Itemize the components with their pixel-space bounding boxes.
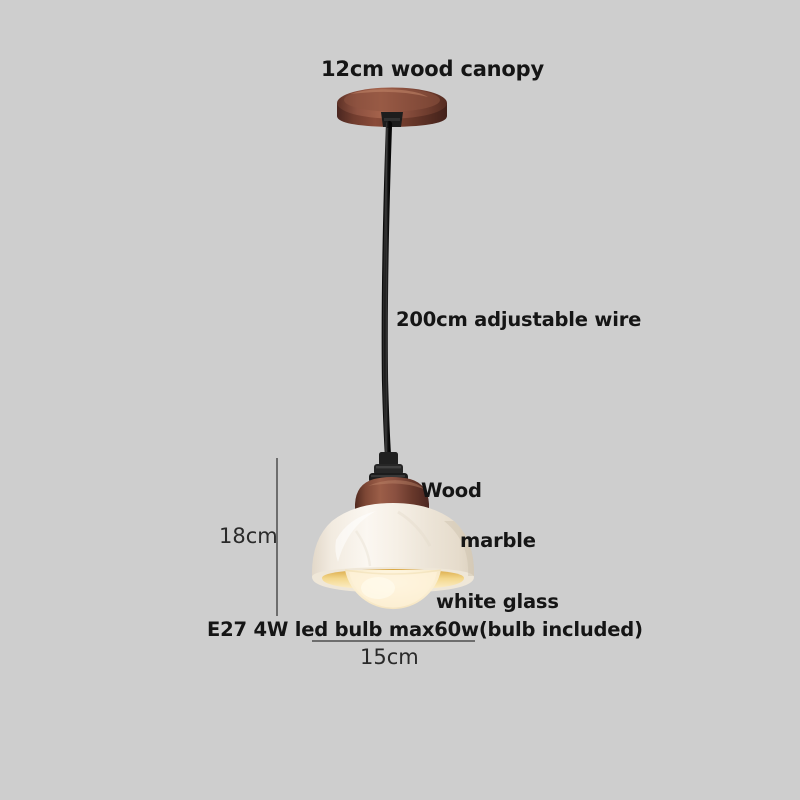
width-dimension-label: 15cm	[360, 645, 419, 669]
width-dimension-line	[312, 640, 475, 642]
marble-label: marble	[460, 529, 536, 552]
wood-label: Wood	[421, 479, 482, 502]
white-glass-globe-part	[344, 569, 442, 610]
canopy-label: 12cm wood canopy	[321, 57, 544, 81]
bulb-spec-label: E27 4W led bulb max60w(bulb included)	[207, 618, 643, 641]
height-dimension-line	[276, 458, 278, 616]
white-glass-label: white glass	[436, 590, 559, 613]
height-dimension-label: 18cm	[219, 524, 278, 548]
wire-label: 200cm adjustable wire	[396, 308, 642, 331]
wood-canopy-part	[337, 87, 447, 127]
adjustable-wire-part	[381, 120, 393, 460]
